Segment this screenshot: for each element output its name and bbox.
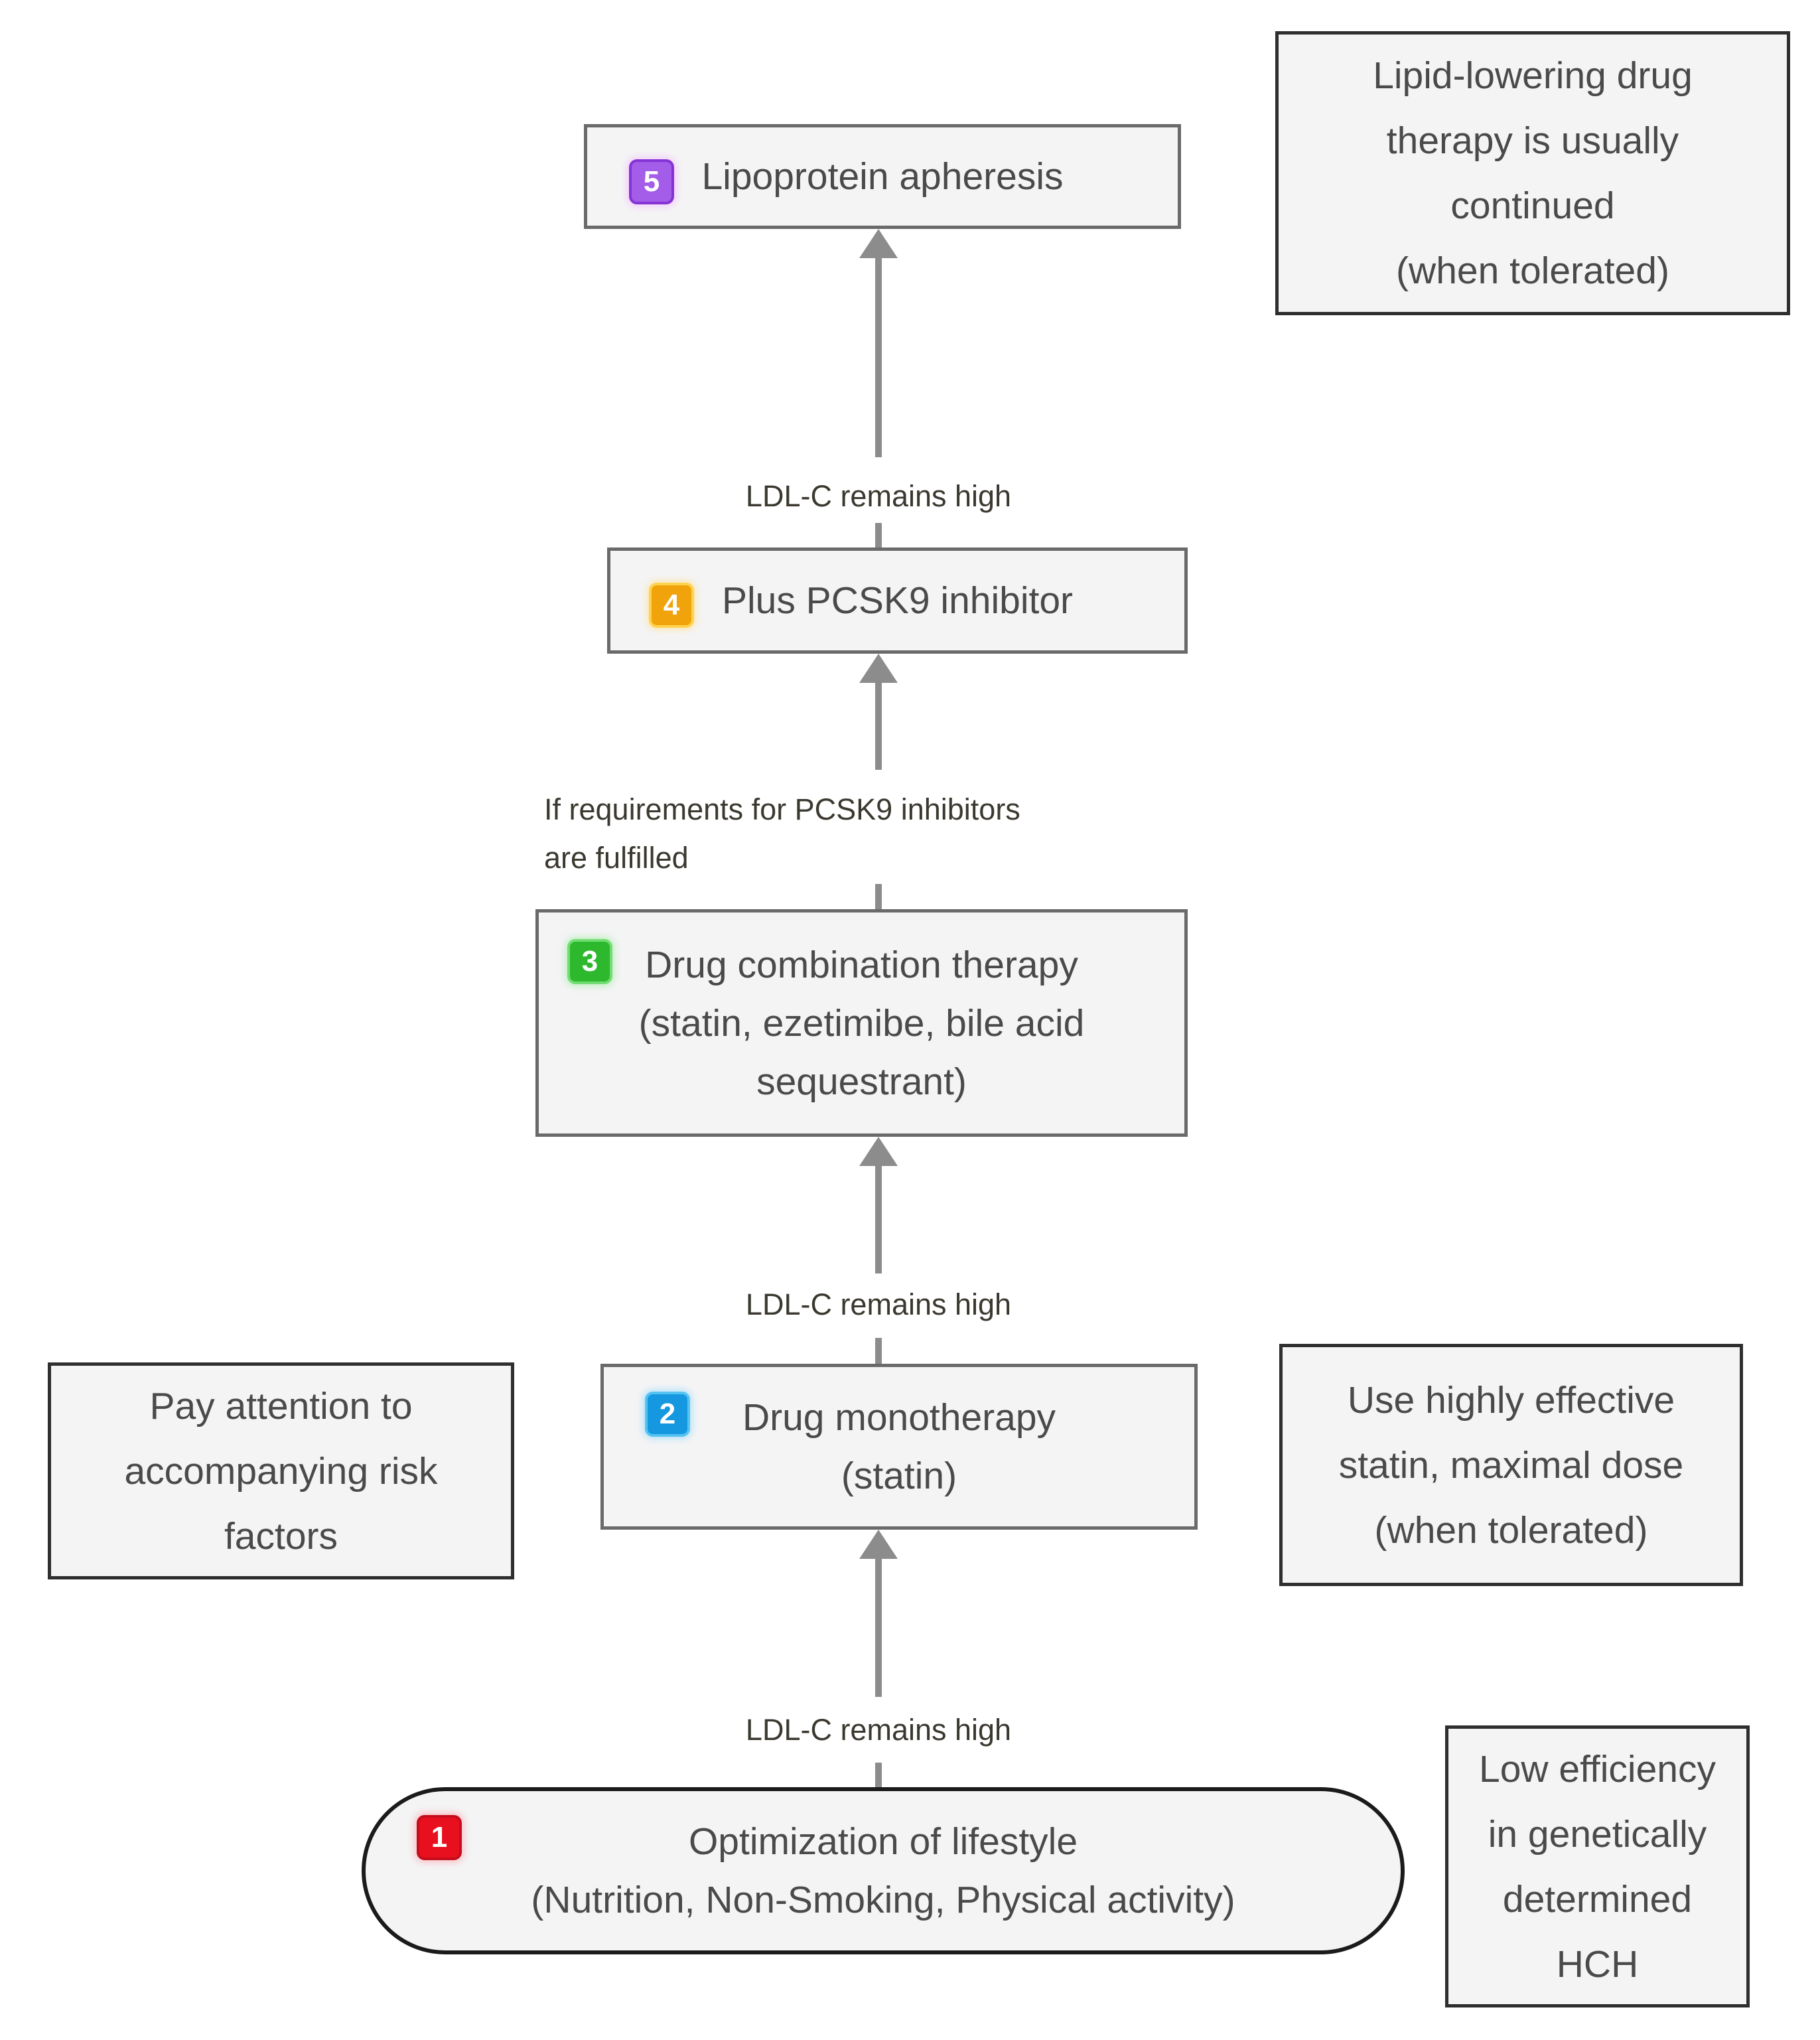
- step-5-box: 5 Lipoprotein apheresis: [584, 124, 1181, 229]
- step-2-label-line2: (statin): [841, 1455, 957, 1497]
- note-line: Lipid-lowering drug: [1373, 54, 1693, 97]
- connector-line-2-3: [875, 1166, 882, 1274]
- connector-stub-3-4: [875, 884, 882, 912]
- step-3-label-line2: (statin, ezetimibe, bile acid: [638, 1001, 1085, 1045]
- note-low-efficiency-hch: Low efficiency in genetically determined…: [1445, 1725, 1750, 2007]
- step-1-badge: 1: [417, 1815, 462, 1860]
- connector-stub-2-3: [875, 1338, 882, 1366]
- step-4-label: Plus PCSK9 inhibitor: [610, 551, 1184, 650]
- step-5-badge: 5: [629, 159, 674, 204]
- note-line: factors: [224, 1514, 338, 1558]
- step-4-label-line1: Plus PCSK9 inhibitor: [721, 579, 1074, 622]
- connector-label-1-2: LDL-C remains high: [745, 1713, 1012, 1747]
- note-line: (when tolerated): [1396, 250, 1669, 292]
- step-4-box: 4 Plus PCSK9 inhibitor: [607, 547, 1188, 654]
- note-line: Use highly effective: [1347, 1378, 1675, 1421]
- note-line: determined: [1502, 1877, 1693, 1921]
- connector-label-3-4-line1: If requirements for PCSK9 inhibitors: [544, 792, 1020, 826]
- connector-stub-4-5: [875, 523, 882, 550]
- step-1-label: Optimization of lifestyle (Nutrition, No…: [366, 1791, 1401, 1950]
- connector-label-3-4: If requirements for PCSK9 inhibitors are…: [544, 785, 1020, 882]
- note-line: statin, maximal dose: [1338, 1443, 1684, 1487]
- step-5-label: Lipoprotein apheresis: [587, 127, 1178, 226]
- connector-label-2-3: LDL-C remains high: [745, 1287, 1012, 1321]
- note-line: in genetically: [1488, 1812, 1707, 1856]
- note-line: therapy is usually: [1386, 119, 1679, 162]
- note-line: HCH: [1556, 1942, 1639, 1986]
- step-3-label-line1: Drug combination therapy: [645, 943, 1078, 986]
- connector-stub-1-2: [875, 1763, 882, 1790]
- note-statin-dose: Use highly effective statin, maximal dos…: [1279, 1344, 1743, 1586]
- note-line: (when tolerated): [1374, 1508, 1648, 1552]
- step-2-label: Drug monotherapy (statin): [604, 1367, 1194, 1526]
- connector-label-4-5: LDL-C remains high: [745, 479, 1012, 513]
- step-4-badge: 4: [649, 583, 694, 628]
- note-lipid-lowering-continued: Lipid-lowering drug therapy is usually c…: [1275, 31, 1790, 315]
- step-3-badge: 3: [567, 939, 612, 984]
- note-risk-factors: Pay attention to accompanying risk facto…: [48, 1362, 514, 1579]
- step-1-label-line2: (Nutrition, Non-Smoking, Physical activi…: [531, 1879, 1235, 1921]
- arrowhead-up-icon: [859, 1530, 898, 1559]
- step-5-label-line1: Lipoprotein apheresis: [701, 155, 1064, 198]
- step-3-label: Drug combination therapy (statin, ezetim…: [539, 912, 1184, 1133]
- note-line: Low efficiency: [1479, 1747, 1716, 1790]
- note-line: continued: [1450, 184, 1615, 227]
- connector-line-1-2: [875, 1559, 882, 1697]
- note-line: accompanying risk: [124, 1449, 438, 1493]
- connector-label-3-4-line2: are fulfilled: [544, 841, 689, 875]
- step-1-label-line1: Optimization of lifestyle: [688, 1820, 1078, 1863]
- step-2-badge: 2: [645, 1392, 690, 1437]
- step-3-label-line3: sequestrant): [756, 1060, 967, 1103]
- step-2-label-line1: Drug monotherapy: [742, 1396, 1056, 1439]
- connector-line-4-5: [875, 258, 882, 457]
- step-3-box: 3 Drug combination therapy (statin, ezet…: [535, 909, 1188, 1137]
- arrowhead-up-icon: [859, 229, 898, 258]
- note-line: Pay attention to: [149, 1384, 413, 1427]
- step-2-box: 2 Drug monotherapy (statin): [600, 1364, 1198, 1530]
- step-1-box: 1 Optimization of lifestyle (Nutrition, …: [362, 1787, 1405, 1954]
- arrowhead-up-icon: [859, 1137, 898, 1166]
- arrowhead-up-icon: [859, 654, 898, 683]
- connector-line-3-4: [875, 683, 882, 770]
